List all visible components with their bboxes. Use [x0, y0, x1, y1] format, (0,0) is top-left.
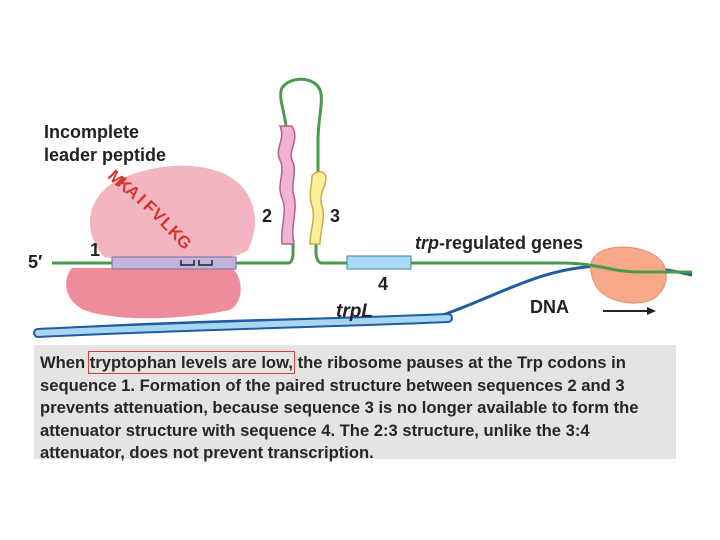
sequence-4-label: 4 [378, 274, 388, 294]
caption-panel: When tryptophan levels are low, the ribo… [34, 345, 676, 462]
trp-italic-text: trp [415, 233, 439, 253]
transcription-arrow-icon [603, 307, 656, 315]
hairpin-loop [279, 77, 323, 174]
rna-polymerase [590, 246, 667, 304]
regulated-genes-text: -regulated genes [439, 233, 583, 253]
sequence-2-label: 2 [262, 206, 272, 226]
sequence-2-segment [277, 125, 296, 245]
five-prime-label: 5′ [28, 252, 42, 272]
incomplete-label-line1: Incomplete [44, 122, 139, 142]
caption-line1-end: the ribosome pauses at the Trp codons in [297, 353, 626, 372]
caption-line-2: sequence 1. Formation of the paired stru… [40, 375, 625, 395]
sequence-1-label: 1 [90, 240, 100, 260]
sequence-3-segment [309, 171, 327, 245]
sequence-4-box [346, 255, 412, 270]
trp-codon-marks [180, 260, 213, 266]
trp-regulated-genes-label: trp-regulated genes [415, 233, 583, 253]
caption-line-4: attenuator structure with sequence 4. Th… [40, 420, 590, 440]
mrna-downstream [314, 240, 692, 274]
highlighted-phrase: tryptophan levels are low, [87, 351, 295, 374]
sequence-3-label: 3 [330, 206, 340, 226]
caption-line-5: attenuator, does not prevent transcripti… [40, 443, 374, 462]
dna-trpL-segment-fill [35, 315, 451, 336]
trpL-label: trpL [336, 301, 373, 322]
caption-when: When [40, 353, 86, 372]
incomplete-label-line2: leader peptide [44, 145, 166, 165]
mrna-leader [52, 240, 295, 265]
dna-label: DNA [530, 297, 569, 317]
caption-line-3: prevents attenuation, because sequence 3… [40, 398, 639, 417]
caption-line-1: When tryptophan levels are low, the ribo… [40, 351, 676, 375]
ribosome-large-subunit [89, 165, 255, 260]
sequence-1-box [111, 256, 237, 270]
ribosome-small-subunit [66, 268, 241, 319]
